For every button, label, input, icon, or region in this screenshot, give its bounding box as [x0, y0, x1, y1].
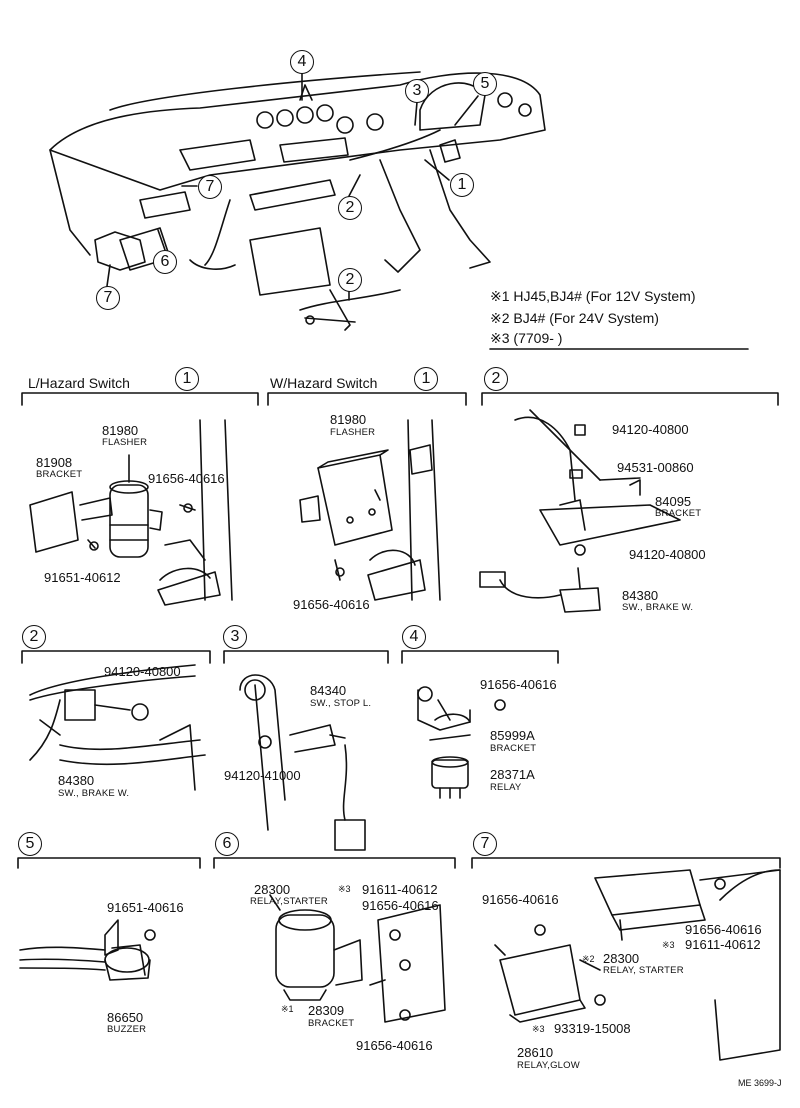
note-1: ※1 HJ45,BJ4# (For 12V System) — [490, 289, 695, 303]
part-name: RELAY — [490, 782, 522, 793]
callout-7: 7 — [198, 175, 222, 199]
part-number: 91611-40612 — [685, 937, 761, 952]
part-name: SW., BRAKE W. — [622, 602, 694, 613]
part-name: BRACKET — [655, 508, 702, 519]
part-number: 91656-40616 — [356, 1038, 433, 1053]
part-number: 91656-40616 — [480, 677, 557, 692]
callout-5: 5 — [473, 72, 497, 96]
part-number: 91656-40616 — [362, 898, 439, 913]
part-number: 28371A — [490, 767, 535, 782]
part-name: SW., BRAKE W. — [58, 788, 130, 799]
part-number: 94120-41000 — [224, 768, 301, 783]
part-number: 91611-40612 — [362, 882, 438, 897]
note-3: ※3 (7709- ) — [490, 331, 562, 345]
note-3-text: (7709- ) — [513, 330, 563, 346]
note-1-text: HJ45,BJ4# (For 12V System) — [513, 288, 696, 304]
part-number: 84340 — [310, 683, 347, 698]
part-name: BRACKET — [490, 743, 537, 754]
buzzer-drawing — [19, 919, 156, 981]
part-number: 91651-40616 — [107, 900, 184, 915]
section-num-4: 4 — [402, 625, 426, 649]
brake-switch-installed-drawing — [29, 664, 206, 791]
note-2-text: BJ4# (For 24V System) — [513, 310, 659, 326]
part-number: 94531-00860 — [617, 460, 694, 475]
part-number: 93319-15008 — [554, 1021, 631, 1036]
note-3-mark: ※3 — [490, 330, 510, 346]
part-name: FLASHER — [102, 437, 148, 448]
note-2-mark: ※2 — [490, 310, 510, 326]
part-number: 84380 — [58, 773, 95, 788]
section-num-2a: 2 — [484, 367, 508, 391]
section-num-2b: 2 — [22, 625, 46, 649]
part-number: 86650 — [107, 1010, 144, 1025]
section-num-3: 3 — [223, 625, 247, 649]
part-name: BRACKET — [36, 469, 83, 480]
part-name: BUZZER — [107, 1024, 147, 1035]
note-1-mark: ※1 — [490, 288, 510, 304]
part-number: 94120-40800 — [612, 422, 689, 437]
part-number: 81980 — [330, 412, 367, 427]
part-name: SW., STOP L. — [310, 698, 372, 709]
part-number: 28300 — [603, 951, 640, 966]
callout-4: 4 — [290, 50, 314, 74]
callout-2: 2 — [338, 196, 362, 220]
part-number: 94120-40800 — [104, 664, 181, 679]
dashboard-illustration — [49, 71, 546, 331]
callout-3: 3 — [405, 79, 429, 103]
part-number: 28300 — [254, 882, 291, 897]
part-number: 84380 — [622, 588, 659, 603]
part-number: 81980 — [102, 423, 139, 438]
part-number: 91656-40616 — [685, 922, 762, 937]
section-num-7: 7 — [473, 832, 497, 856]
brake-switch-bracket-drawing — [479, 409, 681, 613]
drawing-code: ME 3699-J — [738, 1078, 782, 1088]
part-number: 94120-40800 — [629, 547, 706, 562]
stop-light-switch-drawing — [239, 674, 366, 851]
part-number: 28610 — [517, 1045, 554, 1060]
part-number: 81908 — [36, 455, 73, 470]
part-number: 84095 — [655, 494, 692, 509]
callout-6: 6 — [153, 250, 177, 274]
part-number: 91656-40616 — [148, 471, 225, 486]
glow-relay-drawing — [494, 869, 781, 1061]
callout-7b: 7 — [96, 286, 120, 310]
section-num-w-hazard: 1 — [414, 367, 438, 391]
part-name: FLASHER — [330, 427, 376, 438]
relay-bracket-drawing — [417, 686, 506, 799]
part-name: RELAY, STARTER — [603, 965, 684, 976]
part-number: 91651-40612 — [44, 570, 121, 585]
flasher-l-hazard-drawing — [29, 419, 233, 606]
part-mark: ※3 — [338, 884, 351, 894]
part-mark: ※3 — [662, 940, 675, 950]
part-number: 28309 — [308, 1003, 345, 1018]
part-mark: ※2 — [582, 954, 595, 964]
part-number: 85999A — [490, 728, 535, 743]
part-name: BRACKET — [308, 1018, 355, 1029]
part-name: RELAY,STARTER — [250, 896, 328, 907]
part-mark: ※3 — [532, 1024, 545, 1034]
starter-relay-drawing — [269, 894, 446, 1023]
section-num-6: 6 — [215, 832, 239, 856]
part-number: 91656-40616 — [293, 597, 370, 612]
callout-2b: 2 — [338, 268, 362, 292]
part-number: 91656-40616 — [482, 892, 559, 907]
section-title-w-hazard: W/Hazard Switch — [270, 375, 378, 391]
section-title-l-hazard: L/Hazard Switch — [28, 375, 130, 391]
callout-1: 1 — [450, 173, 474, 197]
part-name: RELAY,GLOW — [517, 1060, 580, 1071]
note-2: ※2 BJ4# (For 24V System) — [490, 311, 659, 325]
flasher-w-hazard-drawing — [299, 419, 441, 601]
section-num-5: 5 — [18, 832, 42, 856]
section-num-l-hazard: 1 — [175, 367, 199, 391]
part-mark: ※1 — [281, 1004, 294, 1014]
